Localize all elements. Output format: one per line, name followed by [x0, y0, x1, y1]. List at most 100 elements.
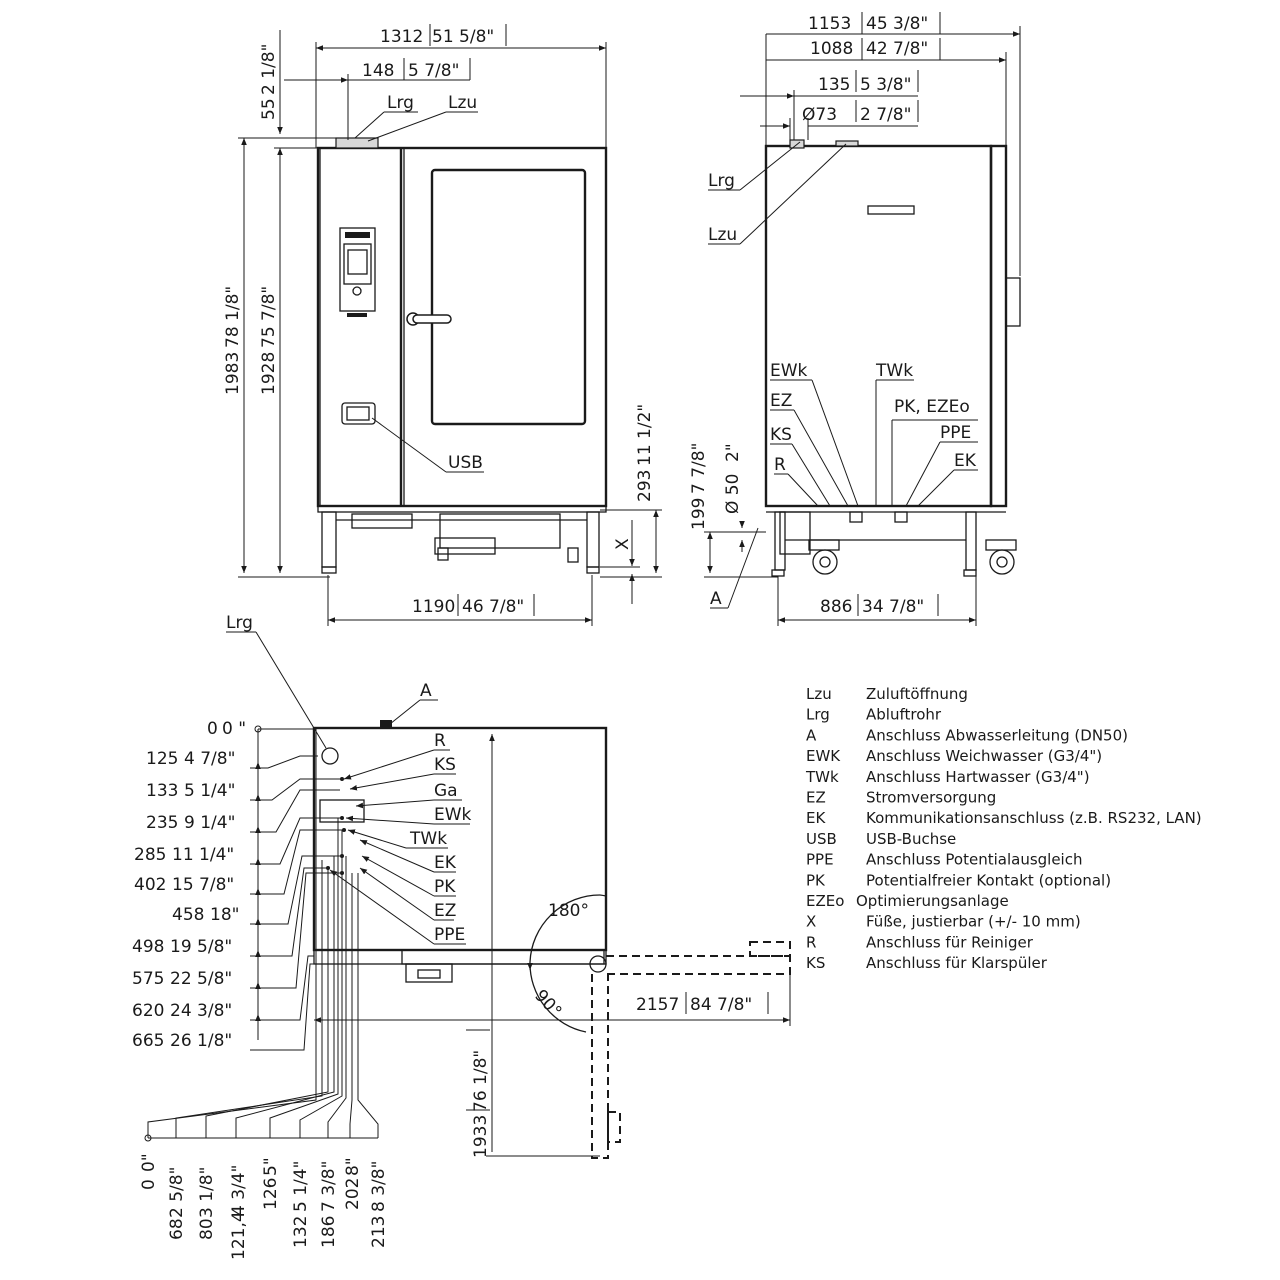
label-top-ga: Ga — [434, 781, 458, 801]
label-top-twk: TWk — [409, 829, 447, 849]
dim-flue-height: 55 — [259, 98, 279, 120]
dim-flue-height-in: 2 1/8" — [259, 44, 279, 95]
label-side-lrg: Lrg — [708, 171, 735, 191]
left-dim-575-mm: 575 — [132, 969, 164, 989]
dim-front-drain-height: 293 — [635, 470, 655, 502]
label-side-pk-ezeo: PK, EZEo — [894, 397, 970, 417]
dim-door-open-depth-in: 84 7/8" — [690, 995, 752, 1015]
dim-side-flue-dia-in: 2 7/8" — [860, 105, 911, 125]
label-side-lzu: Lzu — [708, 225, 737, 245]
left-dim-235-mm: 235 — [146, 813, 178, 833]
left-dim-402-mm: 402 — [134, 875, 166, 895]
dim-flue-offset-in: 5 7/8" — [408, 61, 459, 81]
legend-text: Anschluss Potentialausgleich — [866, 851, 1082, 869]
side-wheel-left — [812, 549, 838, 575]
legend-text: Anschluss für Reiniger — [866, 933, 1034, 951]
dim-front-height-total-in: 78 1/8" — [223, 286, 243, 348]
label-side-r: R — [774, 455, 786, 475]
dim-door-open-depth: 2157 — [636, 995, 679, 1015]
dim-side-feet-depth: 886 — [820, 597, 852, 617]
label-side-ewk: EWk — [770, 361, 808, 381]
left-dim-498-mm: 498 — [132, 937, 164, 957]
dim-side-drain-dia: Ø 50 — [723, 474, 743, 514]
top-connection-labels: R KS Ga EWk TWk EK PK EZ PPE — [329, 731, 472, 945]
label-side-ek: EK — [954, 451, 977, 471]
bottom-dim-132-mm: 132 — [291, 1216, 311, 1248]
left-dim-125-mm: 125 — [146, 749, 178, 769]
angle-180: 180° — [548, 901, 589, 921]
dim-feet-adjust: X — [613, 538, 633, 550]
bottom-dim-126-in: 5" — [261, 1157, 281, 1176]
dim-front-feet-width-in: 46 7/8" — [462, 597, 524, 617]
top-bottom-dims: 0 0" 68 2 5/8" 80 3 1/8" 121,4 4 3/4" 12… — [139, 1153, 389, 1260]
dim-side-drain-dia-in: 2" — [723, 443, 743, 462]
control-panel — [339, 227, 376, 312]
door-open-90 — [591, 974, 609, 1159]
left-dim-0-mm: 0 — [207, 719, 218, 739]
dim-side-flue-dia: Ø73 — [802, 105, 837, 125]
left-dim-575-in: 22 5/8" — [170, 969, 232, 989]
dim-side-drain-height-in: 7 7/8" — [689, 443, 709, 494]
bottom-dim-132-in: 5 1/4" — [291, 1161, 311, 1212]
bottom-dim-213-mm: 213 — [369, 1216, 389, 1248]
left-dim-620-in: 24 3/8" — [170, 1001, 232, 1021]
legend-text: Stromversorgung — [866, 789, 996, 807]
label-front-lrg: Lrg — [387, 93, 414, 113]
top-left-dims: 0 0 " 125 4 7/8" 133 5 1/4" 235 9 1/4" 2… — [132, 719, 342, 1051]
dim-front-height-total: 1983 — [223, 352, 243, 395]
label-side-ppe: PPE — [940, 423, 971, 443]
left-dim-133-mm: 133 — [146, 781, 178, 801]
left-dim-665-mm: 665 — [132, 1031, 164, 1051]
left-dim-498-in: 19 5/8" — [170, 937, 232, 957]
side-view: 1153 45 3/8" 1088 42 7/8" 135 5 3/8" Ø73… — [689, 12, 1021, 626]
top-view: 1933 76 1/8" 180° 90° 2157 84 7/8" Lrg A… — [144, 613, 791, 1159]
label-top-ppe: PPE — [434, 925, 465, 945]
legend-text: Anschluss für Klarspüler — [866, 954, 1048, 972]
label-top-pk: PK — [434, 877, 456, 897]
label-top-ek: EK — [434, 853, 457, 873]
label-top-ewk: EWk — [434, 805, 472, 825]
side-wheel-right — [989, 549, 1015, 575]
left-dim-235-in: 9 1/4" — [184, 813, 235, 833]
dim-front-drain-height-in: 11 1/2" — [635, 404, 655, 466]
bottom-dim-202-in: 8" — [343, 1157, 363, 1176]
dim-front-feet-width: 1190 — [412, 597, 455, 617]
bottom-dim-121-mm: 121,4 — [229, 1211, 249, 1260]
dim-door-open-width-in: 76 1/8" — [471, 1050, 491, 1112]
legend-code: Lrg — [806, 706, 830, 724]
legend-text: Potentialfreier Kontakt (optional) — [866, 871, 1111, 889]
front-view: 1312 51 5/8" 148 5 7/8" 55 2 1/8" 1983 7… — [223, 24, 662, 626]
bottom-dim-213-in: 8 3/8" — [369, 1161, 389, 1212]
bottom-dim-126-mm: 126 — [261, 1178, 281, 1210]
legend-text: Anschluss Weichwasser (G3/4") — [866, 747, 1102, 765]
usb-socket — [341, 402, 376, 425]
door-open-180 — [606, 955, 791, 975]
legend-text: USB-Buchse — [866, 830, 956, 848]
flue-outlet — [335, 137, 379, 149]
dim-front-height-body-in: 75 7/8" — [259, 286, 279, 348]
legend-code: TWk — [805, 768, 839, 786]
bottom-dim-80-in: 3 1/8" — [197, 1167, 217, 1218]
label-top-lrg: Lrg — [226, 613, 253, 633]
dim-flue-offset: 148 — [362, 61, 394, 81]
dim-side-depth-body: 1088 — [810, 39, 853, 59]
dim-side-depth-body-in: 42 7/8" — [866, 39, 928, 59]
bottom-dim-202-mm: 202 — [343, 1178, 363, 1210]
left-dim-133-in: 5 1/4" — [184, 781, 235, 801]
label-front-lzu: Lzu — [448, 93, 477, 113]
label-side-a: A — [710, 589, 722, 609]
legend-code: X — [806, 913, 816, 931]
label-side-twk: TWk — [875, 361, 913, 381]
dim-side-depth-total-in: 45 3/8" — [866, 14, 928, 34]
left-dim-285-mm: 285 — [134, 845, 166, 865]
legend-text: Anschluss Hartwasser (G3/4") — [866, 768, 1090, 786]
legend-code: PK — [806, 871, 826, 889]
legend-text: Abluftrohr — [866, 706, 942, 724]
legend-code: KS — [806, 954, 825, 972]
left-dim-285-in: 11 1/4" — [172, 845, 234, 865]
label-side-ez: EZ — [770, 391, 792, 411]
left-dim-620-mm: 620 — [132, 1001, 164, 1021]
bottom-dim-0-mm: 0 — [139, 1179, 159, 1190]
door-window — [430, 168, 587, 426]
bottom-dim-80-mm: 80 — [197, 1218, 217, 1240]
